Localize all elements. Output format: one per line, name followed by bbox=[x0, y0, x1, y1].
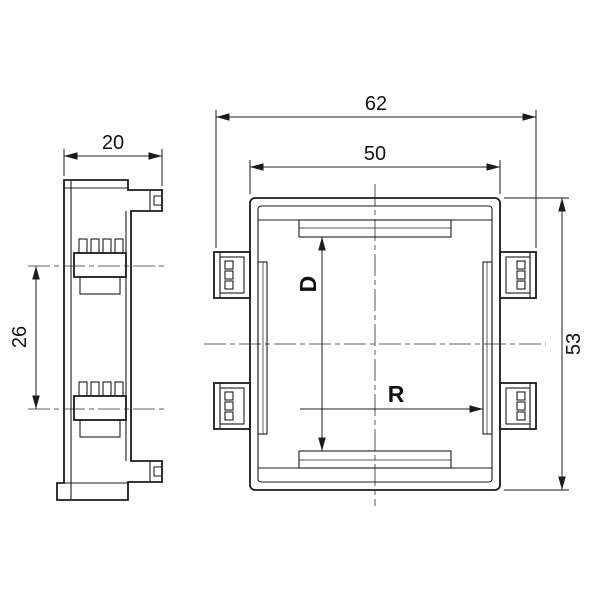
terminal-block-front-right-bottom bbox=[499, 382, 537, 430]
terminal-block-side-bottom bbox=[73, 381, 127, 438]
front-view: 62 50 53 D R bbox=[204, 93, 585, 506]
front-body-outline bbox=[249, 197, 501, 491]
terminal-block-front-left-top bbox=[213, 251, 251, 299]
front-side-grooves bbox=[257, 261, 493, 435]
dim-label-D: D bbox=[295, 276, 321, 293]
terminal-block-front-right-top bbox=[499, 251, 537, 299]
dimension-50: 50 bbox=[249, 143, 501, 194]
dim-label-26: 26 bbox=[9, 326, 31, 348]
front-top-slot bbox=[258, 219, 492, 238]
dimension-53: 53 bbox=[504, 197, 585, 491]
dimension-D: D bbox=[295, 237, 326, 451]
side-view: 20 26 bbox=[9, 132, 168, 501]
dim-label-53: 53 bbox=[563, 333, 585, 355]
dimension-62: 62 bbox=[215, 93, 537, 248]
dimension-26: 26 bbox=[9, 266, 40, 409]
front-bottom-slot bbox=[258, 450, 492, 469]
side-body-inner-lines bbox=[57, 181, 162, 499]
terminal-block-side-top bbox=[73, 238, 127, 295]
dim-label-50: 50 bbox=[364, 143, 386, 165]
dimension-20: 20 bbox=[63, 132, 163, 186]
dim-label-62: 62 bbox=[365, 93, 387, 115]
dim-label-20: 20 bbox=[102, 132, 124, 154]
side-body-outline bbox=[56, 179, 163, 501]
dim-label-R: R bbox=[388, 381, 405, 407]
dimension-R: R bbox=[300, 381, 483, 413]
terminal-block-front-left-bottom bbox=[213, 382, 251, 430]
